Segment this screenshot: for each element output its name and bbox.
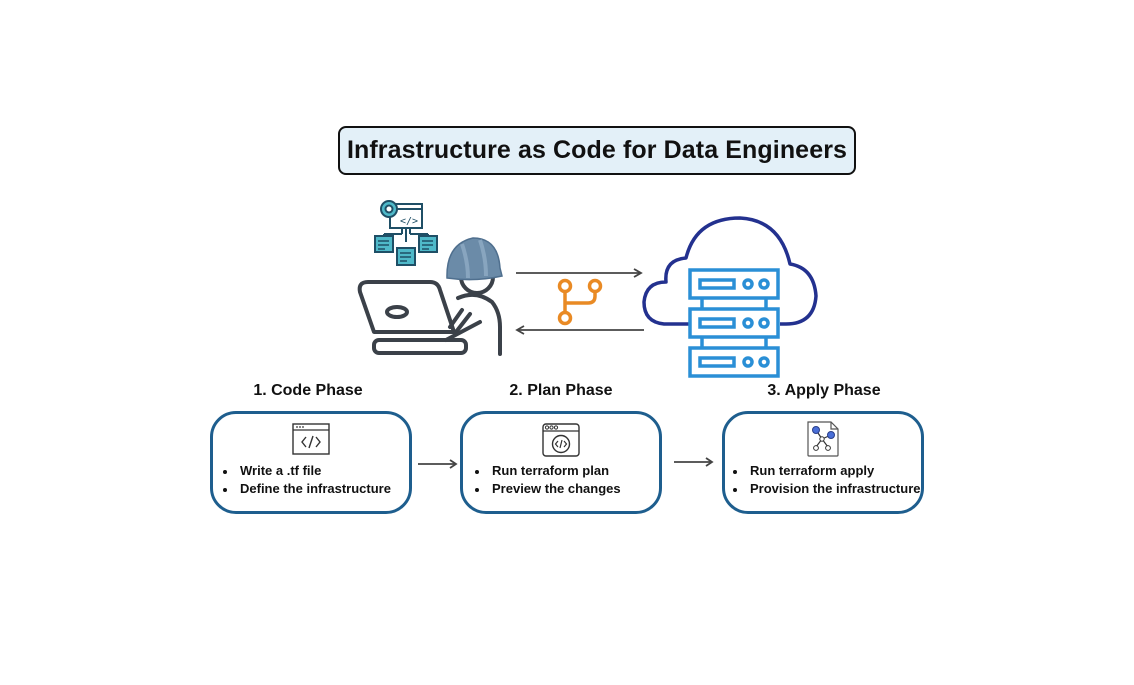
bullet-item: Preview the changes — [473, 480, 621, 498]
engineer-at-laptop-icon — [357, 237, 503, 356]
hard-hat-icon — [446, 237, 503, 281]
cloud-icon — [642, 216, 818, 326]
phase-title-plan: 2. Plan Phase — [509, 382, 613, 399]
bullet-item: Provision the infrastructure — [731, 480, 920, 498]
server-rack-icon — [688, 268, 780, 378]
network-file-icon — [807, 421, 839, 457]
phase-card-plan: Run terraform plan Preview the changes — [460, 411, 662, 514]
bullet-item: Run terraform apply — [731, 462, 920, 480]
git-branch-icon — [557, 278, 603, 326]
phase-title-apply: 3. Apply Phase — [767, 382, 881, 399]
bullet-item: Write a .tf file — [221, 462, 391, 480]
phase-card-apply: Run terraform apply Provision the infras… — [722, 411, 924, 514]
arrow-right-icon — [674, 457, 714, 467]
title-box: Infrastructure as Code for Data Engineer… — [338, 126, 856, 175]
browser-code-icon — [542, 423, 580, 457]
diagram-title: Infrastructure as Code for Data Engineer… — [346, 136, 848, 164]
phase-card-code: Write a .tf file Define the infrastructu… — [210, 411, 412, 514]
code-architecture-icon: </> — [374, 200, 438, 266]
bullet-item: Run terraform plan — [473, 462, 621, 480]
cloud-server-illustration — [642, 216, 818, 378]
arrow-right-icon — [418, 459, 458, 469]
svg-text:</>: </> — [400, 216, 418, 227]
bullet-item: Define the infrastructure — [221, 480, 391, 498]
code-window-icon — [292, 423, 330, 455]
phase-title-code: 1. Code Phase — [253, 382, 363, 399]
arrow-right-icon — [516, 268, 643, 278]
arrow-left-icon — [515, 325, 644, 335]
